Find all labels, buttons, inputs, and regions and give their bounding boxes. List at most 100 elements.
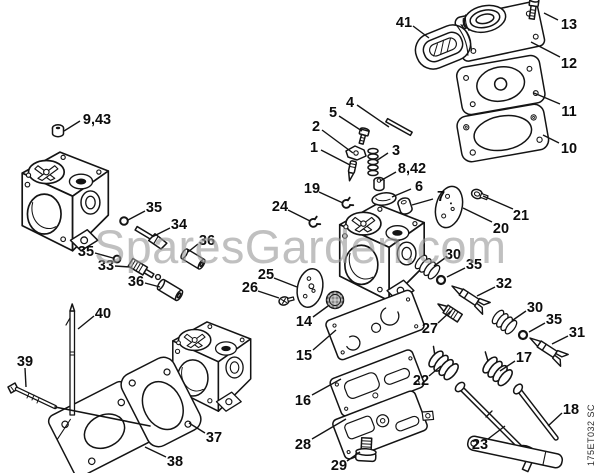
part-label-17: 17	[516, 350, 532, 366]
part-label-35-b: 35	[78, 244, 94, 260]
part-36-sleeve-lower	[155, 277, 185, 303]
leader-line-29	[346, 451, 361, 462]
leader-line-22	[428, 365, 442, 377]
part-label-6: 6	[415, 179, 423, 195]
part-3-spring	[367, 147, 379, 177]
part-label-2: 2	[312, 119, 320, 135]
part-30-spring-lower	[489, 307, 520, 337]
part-1-inlet-needle	[347, 160, 358, 182]
leader-line-1	[320, 149, 351, 166]
leader-line-5	[338, 115, 363, 132]
part-clip-small	[154, 273, 162, 281]
leader-line-13	[543, 12, 559, 21]
leader-line-14	[312, 305, 329, 318]
diagram-code: 175ET032 SC	[586, 404, 596, 466]
part-label-14: 14	[296, 314, 312, 330]
leader-line-15	[312, 329, 337, 351]
part-label-35-d: 35	[546, 312, 562, 328]
part-4-pin	[385, 117, 413, 137]
part-15-metering-diaphragm	[325, 289, 425, 361]
part-7-plug	[397, 197, 413, 215]
part-label-35-a: 35	[146, 200, 162, 216]
part-40-rod	[65, 303, 76, 416]
part-label-38: 38	[167, 454, 183, 470]
part-label-40: 40	[95, 306, 111, 322]
leader-line-28	[311, 418, 347, 440]
part-33-piston	[127, 257, 155, 279]
part-label-36-a: 36	[199, 233, 215, 249]
part-label-41: 41	[396, 15, 412, 31]
leader-line-9-43	[63, 120, 81, 132]
leader-line-21	[482, 195, 514, 210]
part-label-4: 4	[346, 95, 354, 111]
part-17-spring	[479, 351, 516, 389]
leader-line-32	[476, 286, 496, 297]
leader-line-19	[318, 191, 344, 204]
leader-line-27	[437, 310, 452, 324]
part-label-9-43: 9,43	[83, 112, 111, 128]
part-label-29: 29	[331, 458, 347, 473]
leader-line-17	[499, 360, 516, 372]
part-8-plug	[373, 176, 385, 192]
part-label-30-a: 30	[445, 247, 461, 263]
leader-line-18	[547, 412, 563, 427]
part-label-26: 26	[242, 280, 258, 296]
leader-line-30-a	[433, 257, 446, 267]
part-29-screw	[354, 437, 377, 463]
part-6-welch-plug	[371, 192, 397, 206]
leader-line-8-42	[379, 171, 397, 182]
leader-line-25	[273, 277, 298, 288]
part-label-8-42: 8,42	[398, 161, 426, 177]
leader-line-36-b	[144, 282, 161, 288]
part-31-low-speed-screw	[525, 331, 569, 367]
part-35-oring-left-upper	[119, 216, 129, 226]
part-label-18: 18	[563, 402, 579, 418]
part-41-intake-boot	[414, 23, 472, 70]
part-label-15: 15	[296, 348, 312, 364]
part-label-30-b: 30	[527, 300, 543, 316]
leader-line-41	[412, 25, 430, 39]
leader-line-26	[257, 290, 280, 299]
part-label-22: 22	[413, 373, 429, 389]
leader-line-39	[24, 367, 27, 388]
part-22-spring	[425, 345, 462, 383]
part-14-inlet-screen	[325, 290, 345, 310]
part-label-37: 37	[206, 430, 222, 446]
part-label-33: 33	[98, 258, 114, 274]
leader-line-34	[151, 227, 171, 238]
leader-line-36-a	[187, 243, 199, 253]
part-label-27: 27	[422, 321, 438, 337]
part-21-screw	[470, 188, 489, 201]
part-label-10: 10	[561, 141, 577, 157]
part-20-disc-cover	[434, 185, 464, 229]
part-label-13: 13	[561, 17, 577, 33]
part-26-screw	[278, 296, 295, 306]
part-11-diaphragm	[455, 54, 546, 116]
part-13-screw	[528, 0, 540, 21]
leader-line-30-b	[512, 310, 527, 321]
part-28-end-cover	[332, 390, 435, 460]
part-label-19: 19	[304, 181, 320, 197]
part-label-39: 39	[17, 354, 33, 370]
leader-line-3	[375, 152, 389, 162]
part-label-25: 25	[258, 267, 274, 283]
part-label-28: 28	[295, 437, 311, 453]
part-35-oring-left-lower	[112, 254, 122, 264]
part-35-oring-lower	[517, 329, 529, 341]
part-label-24: 24	[272, 199, 288, 215]
part-19-clip	[340, 196, 355, 211]
leader-line-12	[530, 41, 561, 58]
leader-line-23	[487, 425, 506, 440]
part-label-32: 32	[496, 276, 512, 292]
leader-line-2	[321, 129, 354, 154]
part-label-36-b: 36	[128, 274, 144, 290]
leader-line-33	[114, 265, 131, 268]
part-5-screw	[358, 127, 370, 145]
leader-line-7	[411, 198, 434, 206]
leader-line-4	[356, 104, 390, 128]
leader-line-16	[311, 378, 342, 396]
leader-line-6	[391, 188, 412, 198]
part-10-gasket	[456, 103, 550, 163]
leader-line-38	[144, 446, 167, 458]
